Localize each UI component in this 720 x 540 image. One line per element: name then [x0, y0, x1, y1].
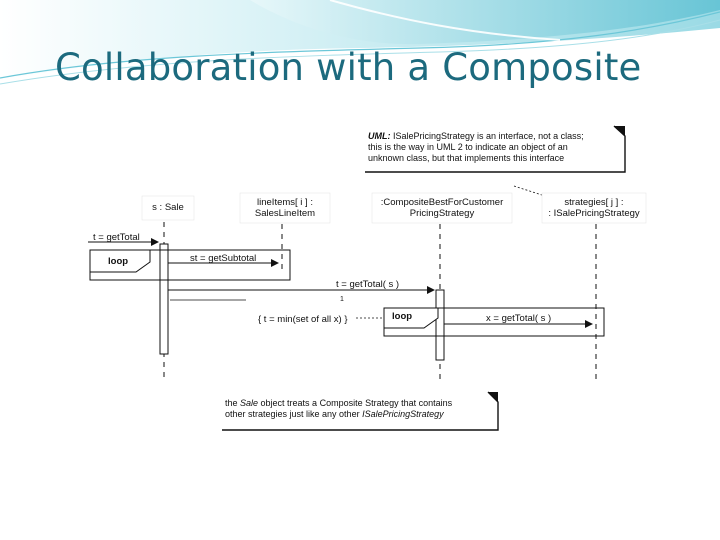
strategies-lifeline-label: strategies[ j ] : : ISalePricingStrategy	[540, 197, 648, 219]
uml-note: UML: ISalePricingStrategy is an interfac…	[368, 131, 584, 164]
uml-note-line-2: this is the way in UML 2 to indicate an …	[368, 142, 584, 153]
sale-lifeline-label: s : Sale	[142, 202, 194, 213]
line-items-lifeline-label: lineItems[ i ] : SalesLineItem	[240, 197, 330, 219]
sale-note: the Sale object treats a Composite Strat…	[225, 398, 452, 420]
composite-lifeline-label: :CompositeBestForCustomer PricingStrateg…	[370, 197, 514, 219]
uml-note-prefix: UML:	[368, 131, 391, 141]
x-get-total-message: x = getTotal( s )	[486, 313, 551, 324]
get-subtotal-message: st = getSubtotal	[190, 253, 256, 264]
get-total-message: t = getTotal	[93, 232, 140, 243]
uml-note-line-1: ISalePricingStrategy is an interface, no…	[391, 131, 584, 141]
lifelines	[164, 222, 596, 382]
loop-label-1: loop	[108, 256, 128, 267]
get-total-s-message: t = getTotal( s )	[336, 279, 399, 290]
uml-note-line-3: unknown class, but that implements this …	[368, 153, 584, 164]
one-label: 1	[340, 294, 344, 305]
constraint-label: { t = min(set of all x) }	[258, 314, 348, 325]
note-anchor-line	[514, 186, 545, 196]
loop-label-2: loop	[392, 311, 412, 322]
